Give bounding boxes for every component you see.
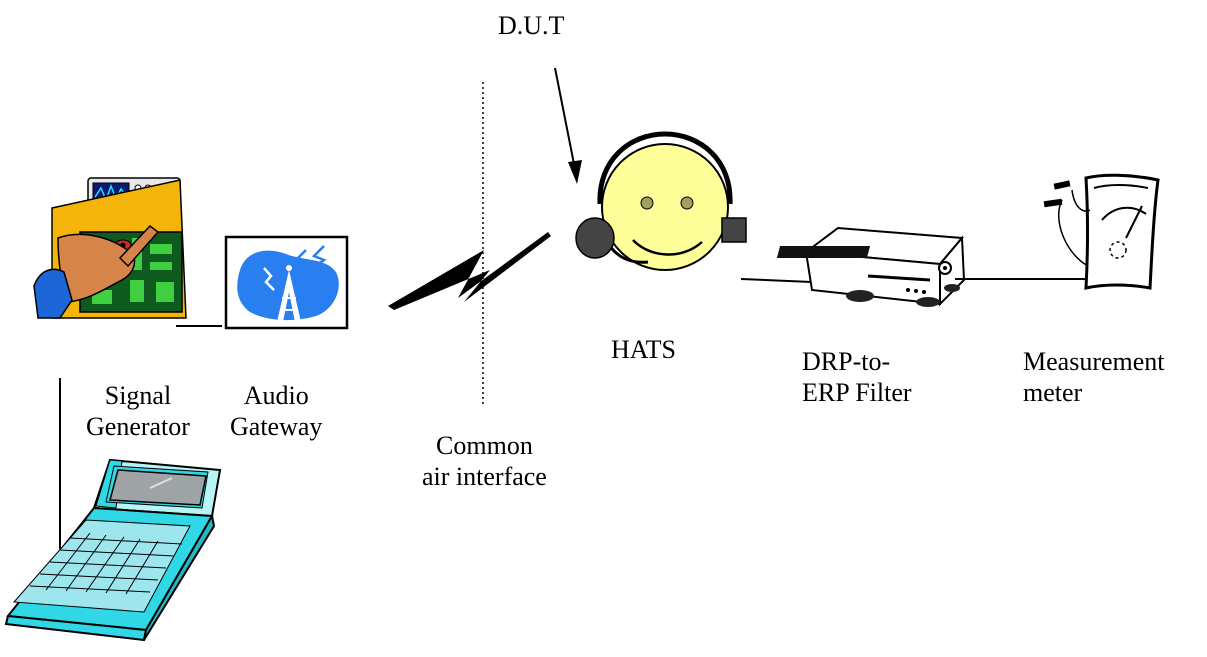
hats-head-icon	[575, 131, 747, 271]
filter-device-icon	[776, 226, 966, 307]
wireless-link-icon	[388, 232, 551, 310]
filter-label: DRP-to- ERP Filter	[802, 346, 912, 408]
signal-generator-label-line-1: Signal	[104, 381, 172, 410]
laptop-icon	[4, 458, 222, 642]
hats-label: HATS	[611, 335, 677, 364]
common-air-interface-label: Common air interface	[422, 430, 547, 492]
audio-gateway-label: Audio Gateway	[230, 380, 322, 442]
filter-label-line-1: DRP-to-	[802, 347, 891, 376]
signal-generator-label-line-2: Generator	[86, 412, 190, 441]
common-air-interface-label-line-2: air interface	[422, 462, 547, 491]
dut-label: D.U.T	[498, 11, 565, 40]
connector-line	[740, 278, 813, 283]
dut-pointer-arrow	[554, 67, 582, 184]
common-air-interface-label-line-1: Common	[436, 431, 533, 460]
meter-label: Measurement meter	[1023, 346, 1165, 408]
audio-gateway-icon	[224, 235, 349, 330]
meter-label-line-2: meter	[1023, 378, 1083, 407]
signal-generator-icon	[33, 177, 187, 319]
audio-gateway-label-line-1: Audio	[243, 381, 309, 410]
meter-label-line-1: Measurement	[1023, 347, 1165, 376]
filter-label-line-2: ERP Filter	[802, 378, 912, 407]
audio-gateway-label-line-2: Gateway	[230, 412, 323, 441]
measurement-meter-icon	[1043, 173, 1160, 290]
signal-generator-label: Signal Generator	[86, 380, 190, 442]
